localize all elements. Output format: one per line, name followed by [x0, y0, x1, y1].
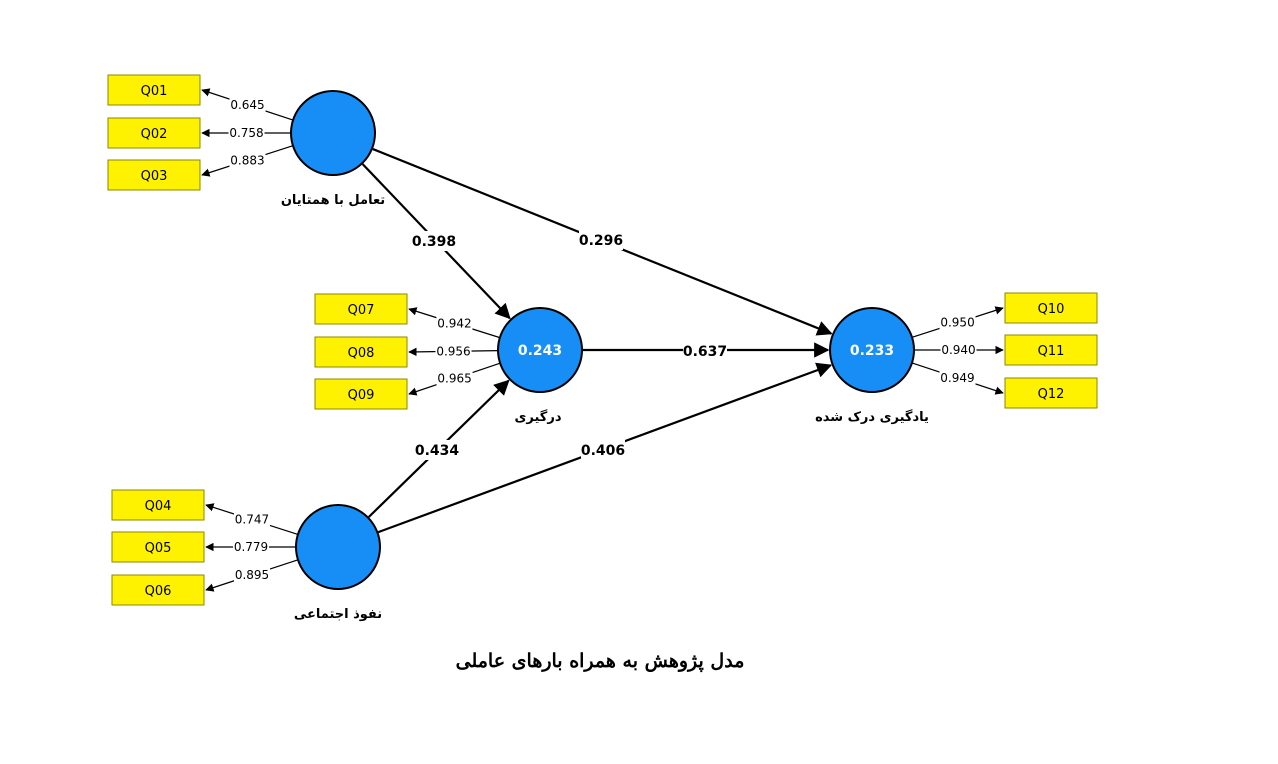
indicator-box-q11 — [1004, 334, 1098, 366]
figure-caption: مدل پژوهش به همراه بارهای عاملی — [455, 650, 745, 672]
indicator-box-q05 — [111, 531, 205, 563]
construct-circle-social — [295, 504, 381, 590]
loading-value: 0.779 — [234, 540, 268, 554]
indicator-box-q07 — [314, 293, 408, 325]
indicator-label: Q11 — [1038, 344, 1065, 359]
loading-bg — [939, 314, 976, 330]
indicator-label: Q04 — [145, 499, 172, 514]
loading-bg — [939, 369, 976, 385]
path-coefficient: 0.434 — [415, 443, 460, 459]
indicator-box-q08 — [314, 336, 408, 368]
loading-bg — [229, 152, 266, 168]
loading-value: 0.949 — [940, 371, 974, 385]
loading-value: 0.747 — [235, 513, 269, 527]
loading-value: 0.883 — [230, 153, 264, 167]
indicator-label: Q03 — [141, 169, 168, 184]
indicator-label: Q09 — [348, 388, 375, 403]
indicator-box-q04 — [111, 489, 205, 521]
path-coefficient: 0.406 — [581, 443, 625, 459]
loading-value: 0.758 — [229, 126, 263, 140]
construct-label: نفوذ اجتماعی — [294, 607, 382, 622]
path-coefficient: 0.296 — [579, 233, 623, 249]
indicator-box-q02 — [107, 117, 201, 149]
loading-value: 0.895 — [235, 568, 269, 582]
indicator-box-q10 — [1004, 292, 1098, 324]
construct-label: تعامل با همتایان — [281, 193, 385, 208]
construct-label: یادگیری درک شده — [815, 409, 929, 425]
nodes-layer — [107, 74, 1098, 606]
indicator-label: Q12 — [1038, 387, 1065, 402]
indicator-label: Q08 — [348, 346, 375, 361]
loading-bg — [233, 511, 270, 527]
loading-value: 0.965 — [437, 372, 471, 386]
path-coef-bg — [415, 440, 459, 460]
path-coef-bg — [581, 440, 625, 460]
construct-circle-engage — [497, 307, 583, 393]
loading-bg — [435, 343, 472, 359]
indicator-label: Q06 — [145, 584, 172, 599]
path-coef-bg — [412, 231, 456, 251]
loading-bg — [940, 342, 977, 357]
loading-value: 0.645 — [230, 98, 264, 112]
indicator-box-q12 — [1004, 377, 1098, 409]
indicator-box-q03 — [107, 159, 201, 191]
construct-circle-learn — [829, 307, 915, 393]
loading-bg — [229, 97, 266, 113]
loading-value: 0.942 — [437, 316, 471, 330]
loading-bg — [436, 315, 473, 331]
loading-value: 0.950 — [940, 316, 974, 330]
indicator-box-q09 — [314, 378, 408, 410]
path-coefficient: 0.398 — [412, 234, 456, 250]
loading-bg — [228, 125, 265, 140]
loading-bg — [234, 566, 271, 582]
indicator-box-q06 — [111, 574, 205, 606]
indicator-label: Q05 — [145, 541, 172, 556]
path-coef-bg — [683, 341, 727, 361]
path-coef-bg — [579, 230, 623, 250]
indicator-label: Q10 — [1038, 302, 1065, 317]
indicator-label: Q01 — [141, 84, 168, 99]
r-squared-value: 0.243 — [518, 343, 562, 359]
indicator-label: Q07 — [348, 303, 375, 318]
loading-value: 0.956 — [436, 344, 470, 358]
indicator-label: Q02 — [141, 127, 168, 142]
loading-value: 0.940 — [941, 343, 975, 357]
loading-bg — [436, 370, 473, 386]
r-squared-value: 0.233 — [850, 343, 894, 359]
construct-circle-peer — [290, 90, 376, 176]
loading-bg — [233, 539, 269, 554]
indicator-box-q01 — [107, 74, 201, 106]
path-coefficient: 0.637 — [683, 344, 727, 360]
construct-label: درگیری — [514, 409, 561, 425]
